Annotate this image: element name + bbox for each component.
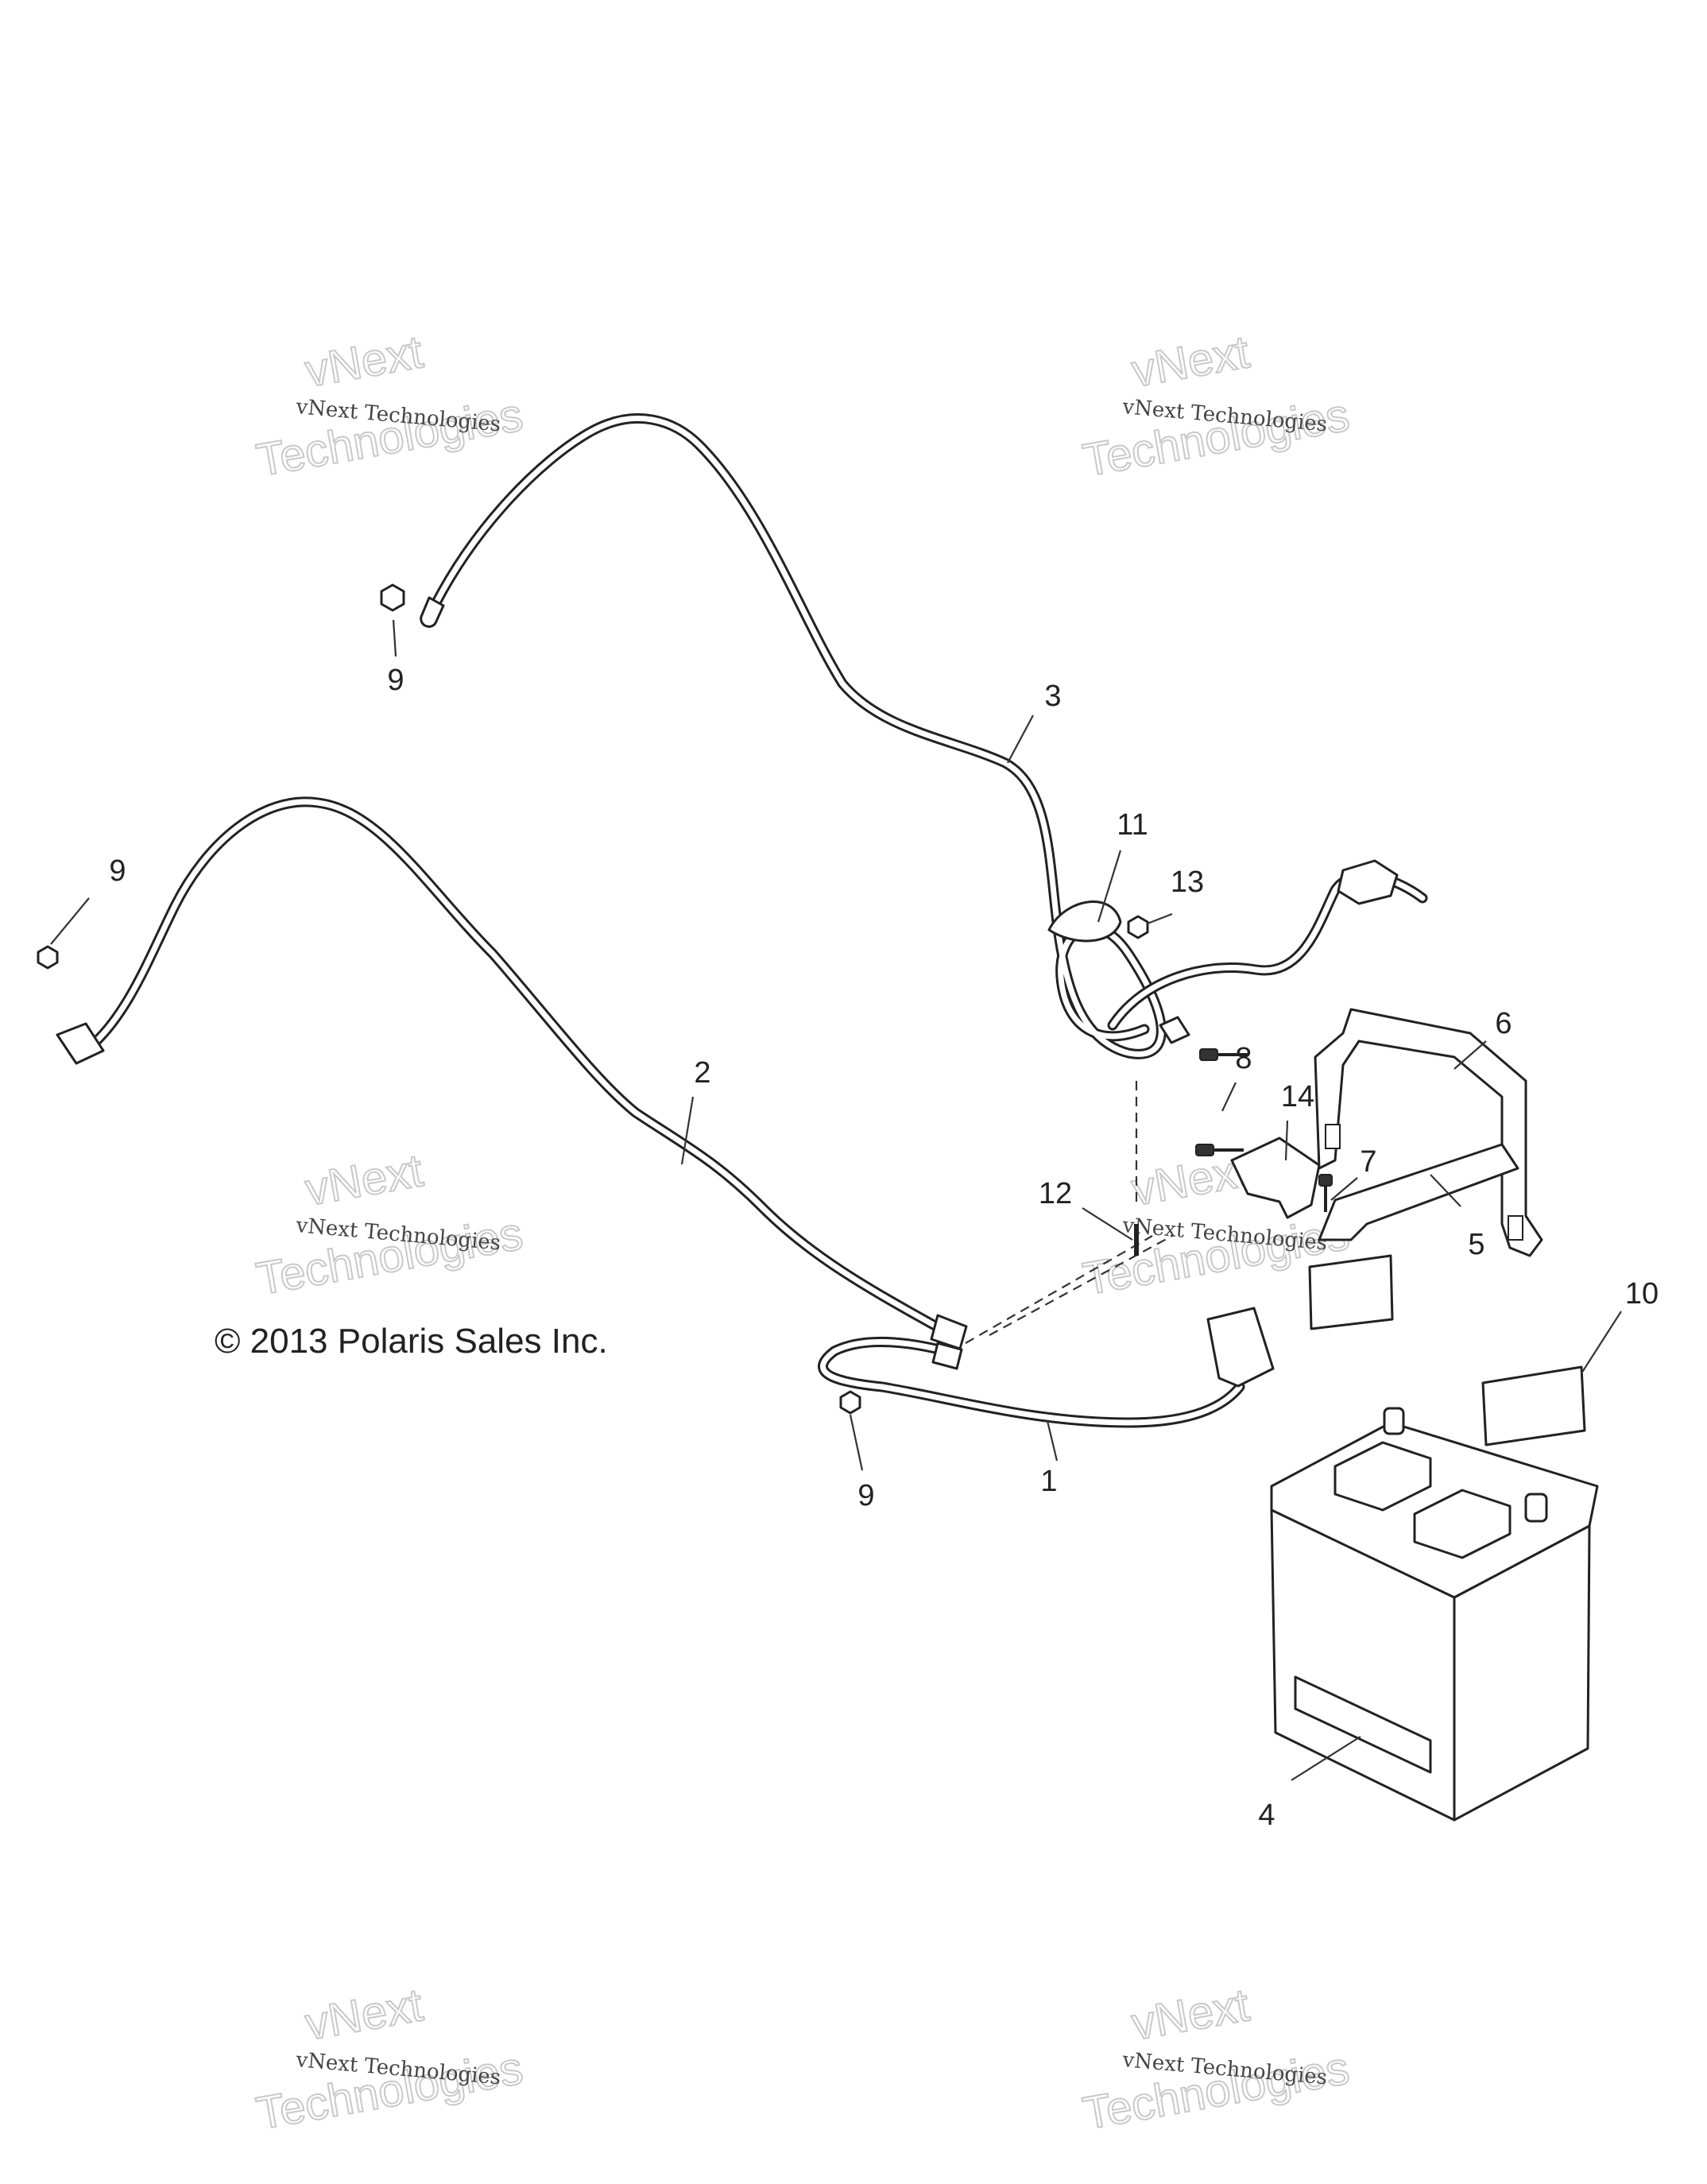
cable-tie-11 [1047,900,1122,943]
leader-11 [1097,850,1122,923]
pad-10a [1308,1254,1394,1330]
battery-label-recess [1294,1675,1432,1774]
battery-side [1453,1524,1591,1822]
cable-2 [56,796,968,1350]
assembly-line-12 [965,1235,1153,1344]
callout-14: 14 [1281,1080,1314,1113]
watermark-bottom-left: vNext Technologies [252,1978,528,2140]
svg-text:vNext: vNext [1128,326,1252,397]
callout-11: 11 [1117,808,1148,842]
battery-vent-cap-right [1413,1489,1512,1559]
cable-1-connector [931,1342,963,1370]
pad-10b [1481,1365,1586,1446]
callout-13: 13 [1171,865,1204,899]
cable-2-terminal-boot [56,1022,105,1065]
strap-6-slot-left [1325,1124,1341,1149]
battery-vent-cap-left [1333,1441,1432,1512]
nut-13 [1127,915,1149,939]
callout-10: 10 [1625,1277,1659,1311]
nut-9-top [380,583,405,612]
battery-post-clamp [1337,859,1399,905]
cable-3-terminal [420,596,445,628]
callout-7: 7 [1360,1145,1376,1179]
cable-3-ring-lug [1159,1016,1190,1044]
watermark-top-left: vNext Technologies [252,325,528,487]
callout-3: 3 [1044,680,1061,713]
leader-2 [680,1096,695,1165]
cable-1 [818,1307,1275,1428]
screw-8a [1199,1048,1248,1061]
svg-text:vNext: vNext [301,1979,426,2050]
callout-2: 2 [694,1056,710,1090]
bracket-5 [1318,1143,1519,1241]
leader-5 [1430,1174,1461,1207]
screw-8b [1195,1144,1244,1156]
callout-9-top: 9 [387,664,404,697]
leader-9-bottom [849,1414,864,1471]
strap-6-slot-right [1508,1215,1523,1241]
leader-4 [1291,1736,1361,1781]
leader-10 [1581,1311,1622,1374]
terminal-cover-boot [1206,1307,1275,1388]
battery-terminal-positive [1524,1493,1548,1523]
nut-9-left [37,945,59,970]
leader-13 [1147,912,1173,925]
leader-7 [1330,1177,1358,1201]
leader-14 [1284,1120,1289,1161]
svg-text:vNext: vNext [1128,1979,1252,2050]
leader-8 [1221,1082,1237,1112]
callout-12: 12 [1039,1177,1072,1210]
leader-9-left [50,897,90,945]
callout-4: 4 [1258,1799,1275,1832]
battery-terminal-negative [1383,1407,1405,1435]
callout-8: 8 [1235,1042,1252,1075]
assembly-line-12b [989,1235,1173,1336]
hold-down-strap-6 [1314,1008,1543,1257]
callout-6: 6 [1495,1007,1512,1040]
cable-3 [420,412,1167,1059]
leader-1 [1046,1420,1059,1462]
copyright-text: © 2013 Polaris Sales Inc. [215,1322,608,1361]
callout-5: 5 [1468,1228,1484,1261]
leader-12 [1082,1207,1133,1241]
leader-9-top [392,619,397,657]
watermark-top-right: vNext Technologies [1078,325,1354,487]
svg-text:vNext: vNext [301,1144,426,1216]
cable-3-branch [1107,859,1428,1044]
battery-4 [1270,1407,1599,1822]
leader-3 [1007,714,1034,764]
callout-9-bottom: 9 [857,1479,874,1512]
watermark-mid-left: vNext Technologies [252,1144,528,1306]
svg-text:vNext: vNext [1128,1144,1252,1216]
svg-text:vNext: vNext [301,326,426,397]
leader-6 [1453,1040,1487,1070]
screw-7 [1318,1174,1333,1212]
callout-9-left: 9 [109,854,126,888]
nut-9-bottom [839,1390,861,1415]
callout-1: 1 [1040,1465,1057,1498]
watermark-bottom-right: vNext Technologies [1078,1978,1354,2140]
